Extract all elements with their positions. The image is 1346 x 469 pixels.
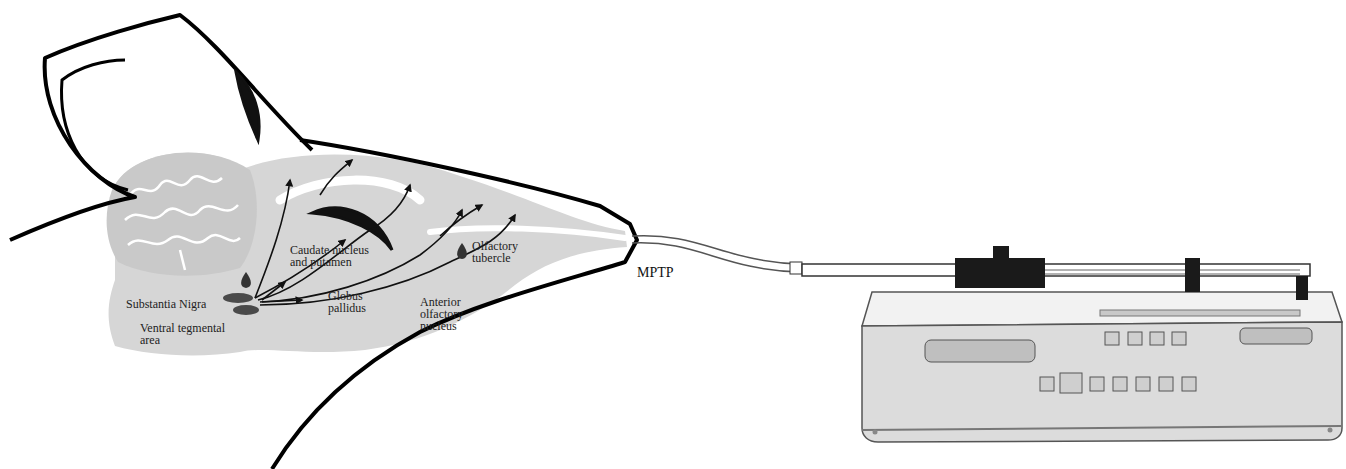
- cerebellar-folia: [125, 176, 240, 270]
- pump-display: [1240, 328, 1312, 344]
- pathway-arrow: [262, 300, 302, 302]
- pump-button: [1060, 373, 1082, 393]
- pump-top: [862, 292, 1342, 326]
- region-label: Caudate nucleus and putamen: [290, 244, 378, 268]
- pump-screw: [873, 430, 878, 435]
- pump-button: [1136, 377, 1150, 391]
- pump-button: [1159, 377, 1173, 391]
- ear-shadow: [236, 72, 259, 140]
- pump-button: [1150, 332, 1164, 345]
- drop-symbol: [241, 272, 251, 288]
- infusion-tube: [632, 236, 800, 264]
- region-label: Anterior olfactory nucleus: [420, 296, 476, 332]
- pump-front: [862, 322, 1342, 442]
- syringe-barrel: [802, 264, 1310, 276]
- pump-display: [925, 340, 1035, 362]
- pump-button: [1090, 377, 1104, 391]
- pump-button: [1128, 332, 1142, 345]
- drug-label: MPTP: [637, 266, 697, 280]
- pump-slot: [1100, 310, 1300, 316]
- pathway-arrow: [260, 210, 462, 302]
- pathway-arrow: [440, 205, 482, 236]
- pusher-block: [1185, 258, 1200, 292]
- region-label: Globus pallidus: [328, 290, 380, 314]
- pump-buttons: [1040, 332, 1196, 393]
- pump-screw: [1328, 428, 1333, 433]
- pathway-arrow: [262, 282, 285, 300]
- vta-nucleus: [233, 305, 259, 315]
- syringe-tip: [790, 262, 802, 274]
- plunger-end: [1296, 276, 1308, 300]
- pathway-arrows: [255, 160, 515, 305]
- corpus-callosum: [280, 180, 420, 200]
- clamp-knob: [993, 246, 1009, 260]
- pump-base-line: [862, 426, 1342, 430]
- cerebellum: [107, 153, 257, 276]
- pump-button: [1182, 377, 1196, 391]
- pump-button: [1113, 377, 1127, 391]
- pump-button: [1105, 332, 1119, 345]
- region-label: Olfactory tubercle: [472, 240, 530, 264]
- head-outline: [272, 140, 637, 469]
- drop-symbol: [457, 243, 467, 259]
- pathway-arrow: [320, 160, 352, 195]
- substantia-nigra-nucleus: [223, 293, 253, 303]
- ear-outline: [10, 15, 312, 240]
- plunger-rod: [1045, 270, 1300, 274]
- pump-button: [1040, 377, 1054, 391]
- back-ear-outline: [62, 60, 128, 190]
- pathway-arrow: [258, 185, 410, 300]
- syringe-clamp: [955, 258, 1045, 288]
- pathway-arrow: [255, 180, 290, 298]
- pump-button: [1172, 332, 1186, 345]
- region-label: Substantia Nigra: [126, 298, 236, 310]
- region-label: Ventral tegmental area: [140, 322, 238, 346]
- olfactory-tract: [430, 228, 625, 238]
